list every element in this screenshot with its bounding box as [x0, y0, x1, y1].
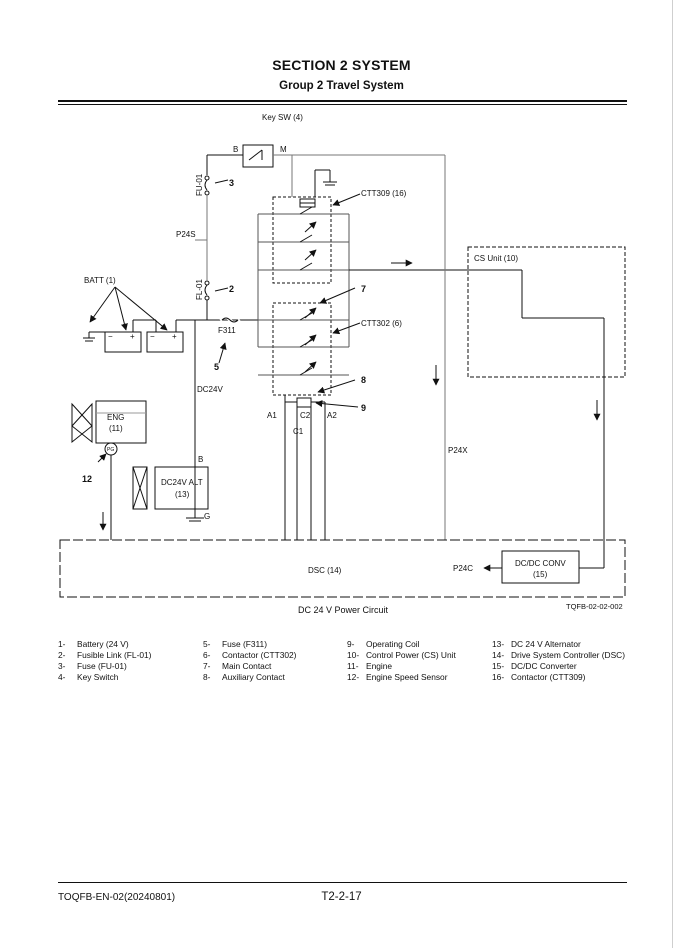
- legend-item: 13-DC 24 V Alternator: [492, 639, 581, 649]
- ctt309-box: [272, 196, 332, 284]
- alt-g-label: G: [204, 512, 210, 521]
- key-switch-box: [242, 144, 274, 168]
- dsc-label: DSC (14): [308, 566, 342, 575]
- c2-label: C2: [300, 411, 311, 420]
- legend-col-1: 1-Battery (24 V) 2-Fusible Link (FL-01) …: [58, 639, 151, 683]
- ctt302-box: [272, 302, 332, 396]
- a2-label: A2: [327, 411, 337, 420]
- dcdc-box: [501, 550, 580, 584]
- pg-label: PG: [107, 447, 114, 453]
- legend-col-3: 9-Operating Coil 10-Control Power (CS) U…: [347, 639, 456, 683]
- fu01-label: FU-01: [195, 173, 204, 196]
- callout-12: 12: [82, 474, 92, 484]
- callout-3: 3: [229, 178, 234, 188]
- legend-item: 11-Engine: [347, 661, 393, 671]
- eng-num-label: (11): [109, 424, 123, 433]
- dcdc-label: DC/DC CONV: [515, 559, 566, 568]
- ctt302-label: CTT302 (6): [361, 319, 402, 328]
- legend-item: 5-Fuse (F311): [203, 639, 267, 649]
- legend-item: 4-Key Switch: [58, 672, 119, 682]
- legend-item: 16-Contactor (CTT309): [492, 672, 586, 682]
- f311-label: F311: [218, 326, 236, 335]
- c1-label: C1: [293, 427, 304, 436]
- callout-7: 7: [361, 284, 366, 294]
- a1-label: A1: [267, 411, 277, 420]
- callout-2: 2: [229, 284, 234, 294]
- legend-item: 12-Engine Speed Sensor: [347, 672, 448, 682]
- diagram-caption: DC 24 V Power Circuit: [298, 605, 389, 615]
- legend-col-2: 5-Fuse (F311) 6-Contactor (CTT302) 7-Mai…: [203, 639, 296, 683]
- legend-item: 9-Operating Coil: [347, 639, 420, 649]
- engine-box: [95, 400, 147, 444]
- callout-8: 8: [361, 375, 366, 385]
- header-rule: [58, 100, 627, 102]
- legend-item: 7-Main Contact: [203, 661, 272, 671]
- legend-item: 15-DC/DC Converter: [492, 661, 577, 671]
- p24s-label: P24S: [176, 230, 196, 239]
- legend-item: 1-Battery (24 V): [58, 639, 129, 649]
- batt1-minus: −: [108, 332, 113, 341]
- batt2-minus: −: [150, 332, 155, 341]
- p24c-label: P24C: [453, 564, 473, 573]
- legend-item: 8-Auxiliary Contact: [203, 672, 285, 682]
- dsc-box: [59, 539, 626, 598]
- callout-5: 5: [214, 362, 219, 372]
- batt-label: BATT (1): [84, 276, 116, 285]
- document-code: TOQFB-EN-02(20240801): [58, 892, 176, 903]
- eng-label: ENG: [107, 413, 124, 422]
- footer-rule: [58, 882, 627, 883]
- alternator-box: [154, 466, 209, 510]
- legend-item: 3-Fuse (FU-01): [58, 661, 127, 671]
- dc24v-label: DC24V: [197, 385, 223, 394]
- key-b-label: B: [233, 145, 238, 154]
- legend-item: 6-Contactor (CTT302): [203, 650, 297, 660]
- legend-col-4: 13-DC 24 V Alternator 14-Drive System Co…: [492, 639, 625, 683]
- page-number: T2-2-17: [321, 891, 362, 903]
- legend-item: 14-Drive System Controller (DSC): [492, 650, 626, 660]
- alt-name-label: DC24V ALT: [161, 478, 203, 487]
- battery-cell-1: [104, 331, 142, 353]
- callout-9: 9: [361, 403, 366, 413]
- group-title: Group 2 Travel System: [279, 80, 404, 92]
- header-rule-thin: [58, 104, 627, 105]
- cs-unit-label: CS Unit (10): [474, 254, 518, 263]
- batt2-plus: +: [172, 332, 177, 341]
- legend-item: 10-Control Power (CS) Unit: [347, 650, 456, 660]
- ctt309-label: CTT309 (16): [361, 189, 407, 198]
- dcdc-num-label: (15): [533, 570, 548, 579]
- legend-item: 2-Fusible Link (FL-01): [58, 650, 152, 660]
- alt-b-label: B: [198, 455, 203, 464]
- batt1-plus: +: [130, 332, 135, 341]
- alt-num-label: (13): [175, 490, 190, 499]
- section-title: SECTION 2 SYSTEM: [272, 57, 411, 73]
- key-m-label: M: [280, 145, 287, 154]
- battery-cell-2: [146, 331, 184, 353]
- cs-unit-box: [467, 246, 626, 378]
- p24x-label: P24X: [448, 446, 468, 455]
- key-sw-label: Key SW (4): [262, 113, 303, 122]
- figure-code: TQFB-02-02-002: [566, 602, 623, 611]
- fl01-label: FL-01: [195, 279, 204, 300]
